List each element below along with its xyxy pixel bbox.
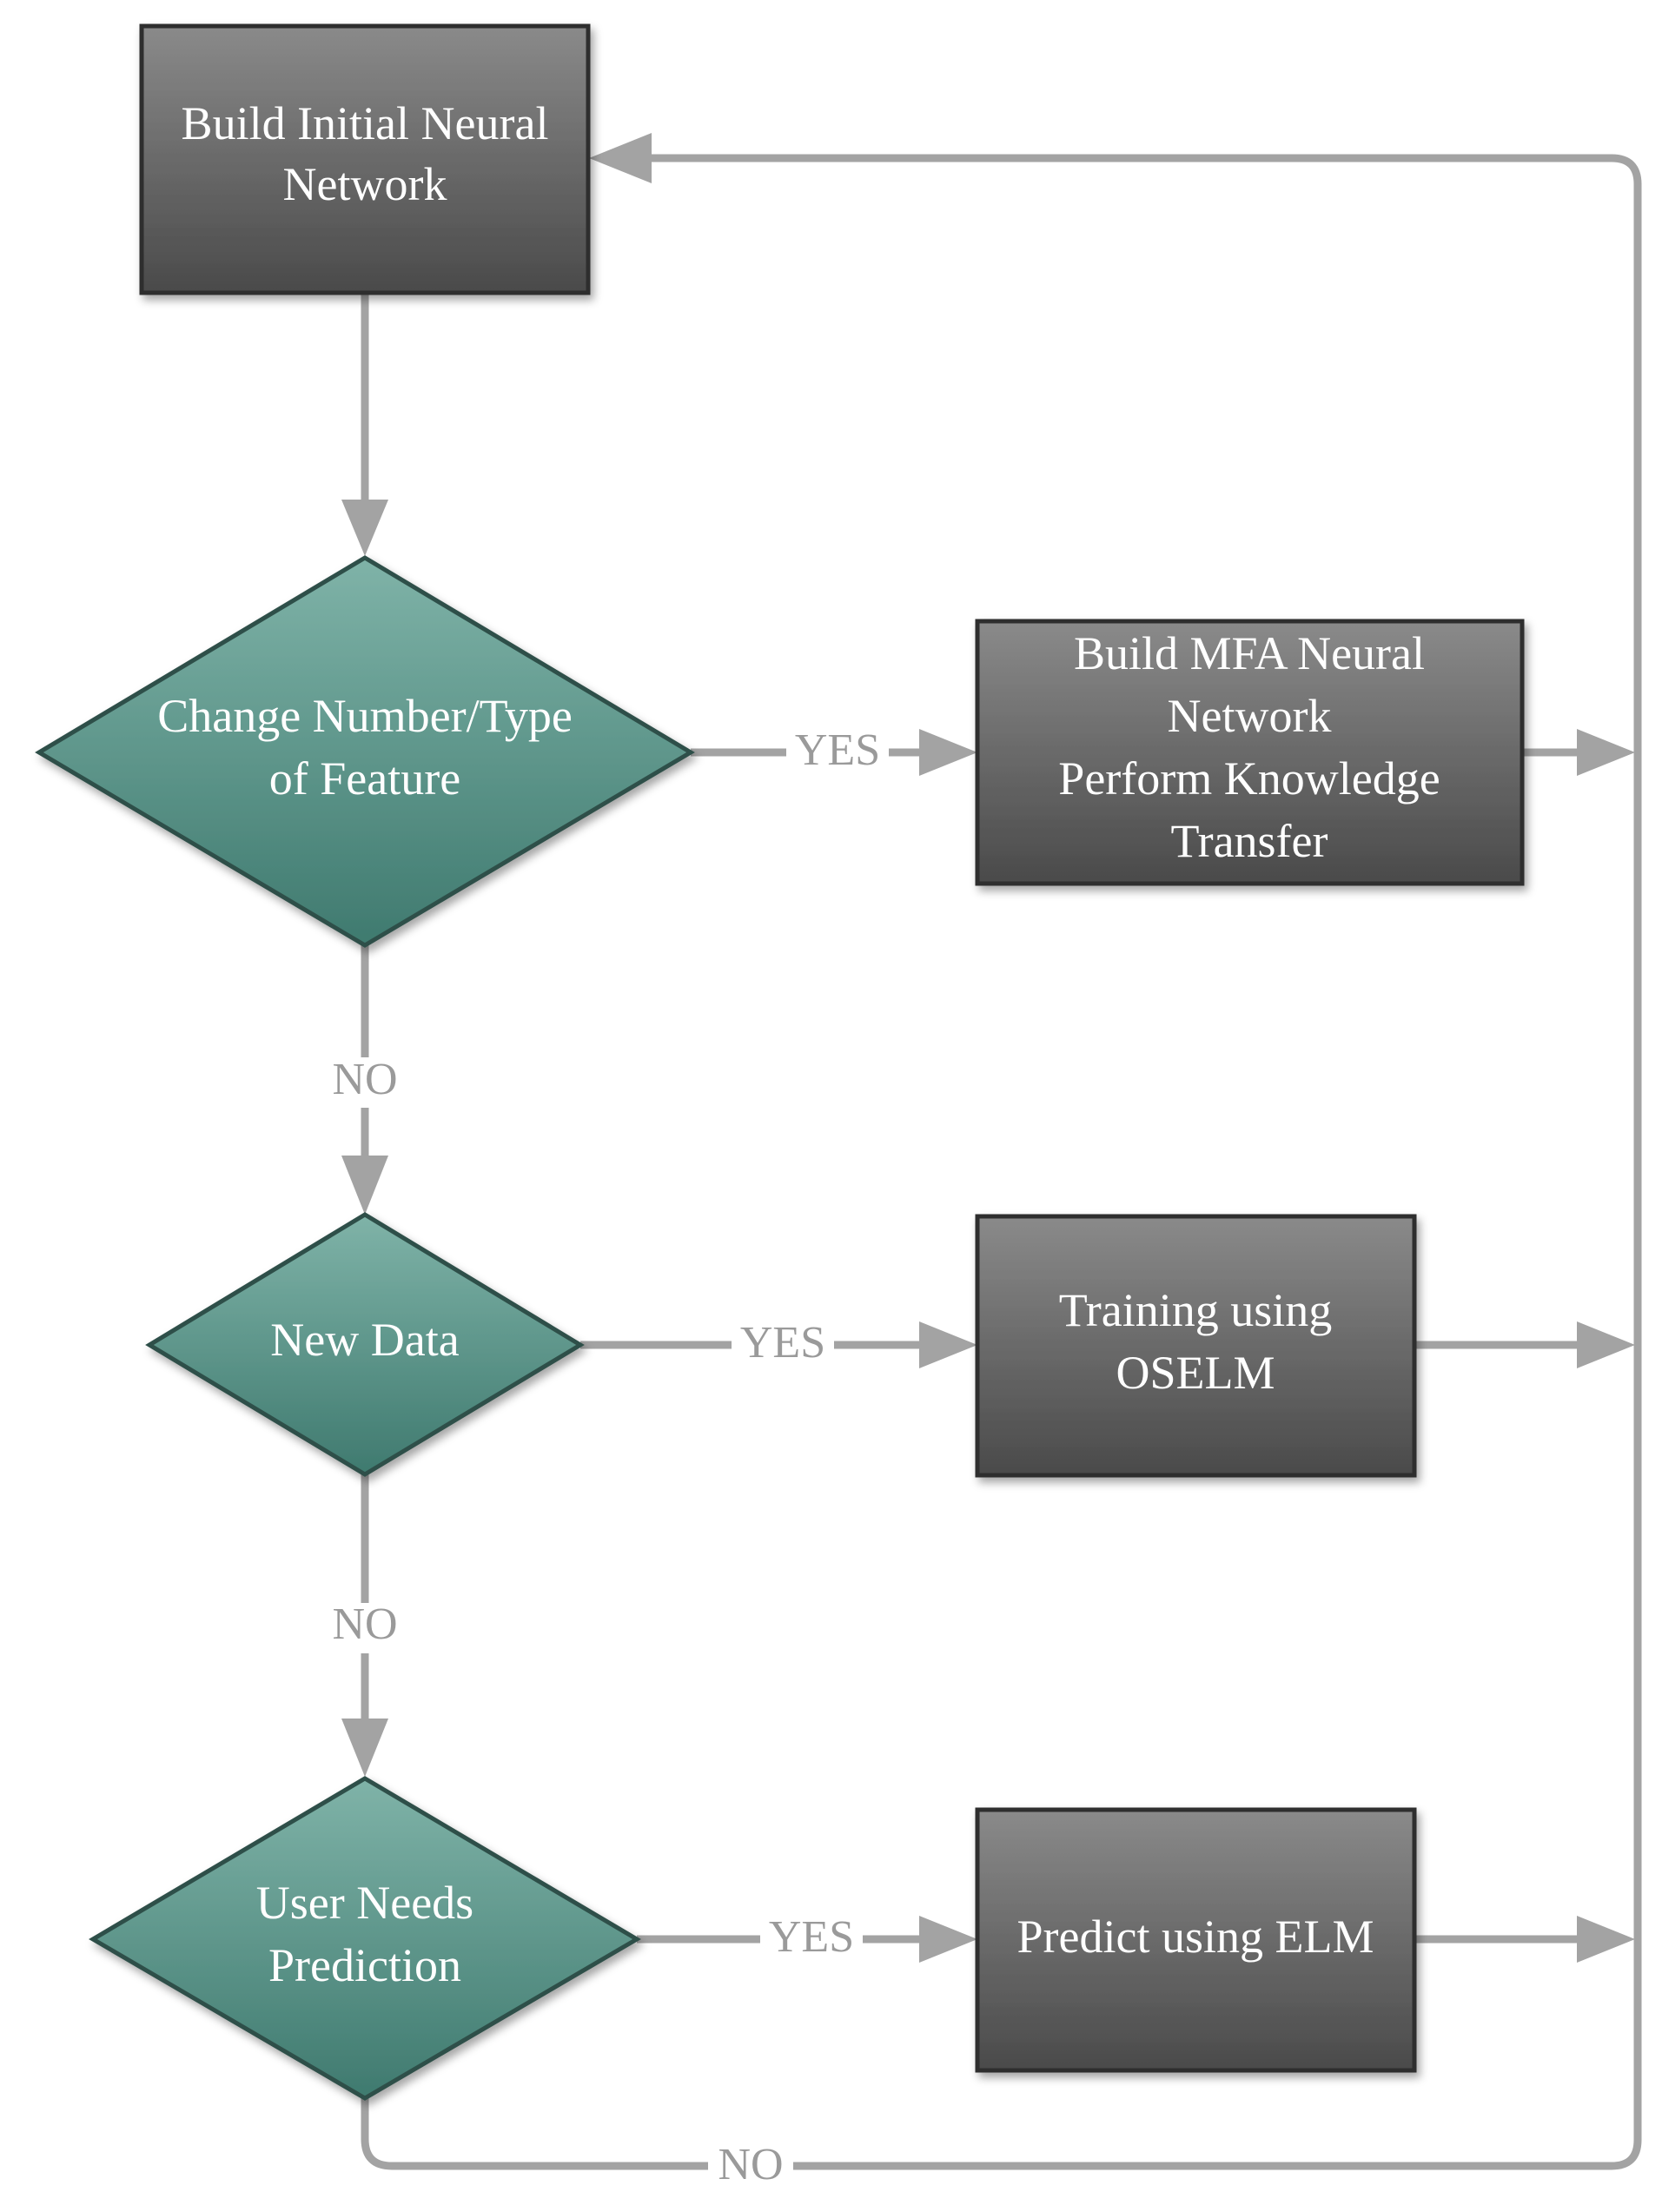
node-predict-elm-label: Predict using ELM bbox=[1017, 1911, 1374, 1963]
arrowhead-user-yes bbox=[919, 1916, 977, 1963]
loop-arrowhead bbox=[589, 133, 652, 183]
arrowhead-training-to-loop bbox=[1577, 1321, 1635, 1368]
edge-label-user-yes-group: YES bbox=[760, 1912, 863, 1964]
decision-change-feature-label: Change Number/Type of Feature bbox=[157, 690, 573, 805]
label-line: Transfer bbox=[1171, 815, 1328, 867]
label-line: Prediction bbox=[268, 1939, 461, 1991]
label-line: User Needs bbox=[256, 1877, 473, 1929]
edge-label-change-no: NO bbox=[332, 1055, 397, 1104]
label-line: Build MFA Neural bbox=[1074, 627, 1425, 679]
arrowhead-change-no bbox=[341, 1156, 388, 1215]
label-line: Build Initial Neural bbox=[182, 97, 549, 149]
arrowhead-change-yes bbox=[919, 729, 977, 776]
edge-label-change-yes-group: YES bbox=[786, 725, 889, 777]
edge-label-newdata-no: NO bbox=[332, 1599, 397, 1649]
label-line: Training using bbox=[1059, 1284, 1333, 1336]
edge-label-change-no-group: NO bbox=[321, 1055, 408, 1108]
edge-label-user-yes: YES bbox=[769, 1912, 854, 1962]
edge-label-user-no-group: NO bbox=[708, 2140, 793, 2191]
arrowhead-predict-to-loop bbox=[1577, 1916, 1635, 1963]
arrowhead-mfa-to-loop bbox=[1577, 729, 1635, 776]
label-line: of Feature bbox=[269, 752, 460, 805]
label-line: Network bbox=[283, 158, 447, 210]
arrowhead-newdata-no bbox=[341, 1719, 388, 1777]
arrowhead-newdata-yes bbox=[919, 1321, 977, 1368]
edge-label-user-no: NO bbox=[718, 2140, 783, 2189]
arrowhead-initial-to-change bbox=[341, 500, 388, 556]
decision-new-data: New Data bbox=[145, 1212, 585, 1477]
label-line: Change Number/Type bbox=[157, 690, 573, 742]
decision-new-data-label: New Data bbox=[270, 1314, 459, 1366]
label-line: Network bbox=[1168, 690, 1332, 742]
label-line: New Data bbox=[270, 1314, 459, 1366]
label-line: OSELM bbox=[1116, 1347, 1275, 1399]
label-line: Predict using ELM bbox=[1017, 1911, 1374, 1963]
edge-label-newdata-no-group: NO bbox=[321, 1599, 408, 1653]
edge-label-change-yes: YES bbox=[795, 725, 880, 775]
edge-label-newdata-yes-group: YES bbox=[732, 1318, 834, 1369]
label-line: Perform Knowledge bbox=[1058, 752, 1440, 805]
loop-connector bbox=[361, 154, 1642, 2170]
node-predict-elm: Predict using ELM bbox=[975, 1807, 1417, 2073]
decision-change-feature: Change Number/Type of Feature bbox=[35, 555, 695, 948]
edge-label-newdata-yes: YES bbox=[740, 1318, 825, 1368]
